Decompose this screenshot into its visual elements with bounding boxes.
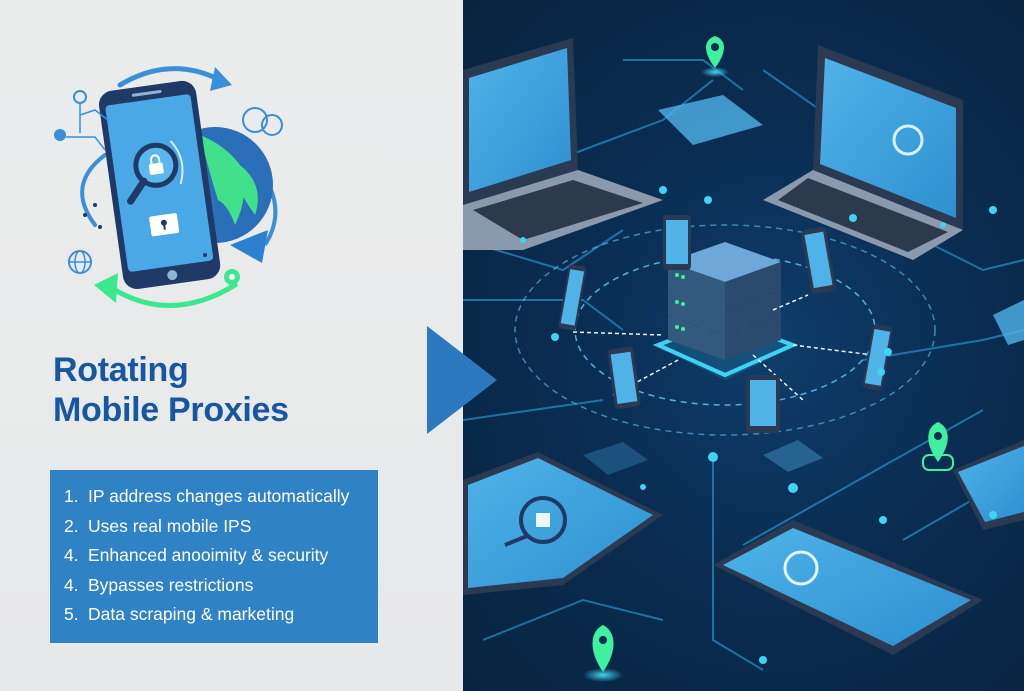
tablet-icon [713, 520, 983, 655]
user-node-icon [224, 269, 240, 285]
feature-text: Uses real mobile IPS [88, 515, 252, 536]
location-pin-icon [583, 625, 623, 682]
rotation-arrow-top-icon [117, 66, 223, 88]
feature-item: 5. Data scraping & marketing [64, 600, 378, 630]
page-title: Rotating Mobile Proxies [53, 350, 289, 430]
title-line-2: Mobile Proxies [53, 391, 289, 429]
network-globe-icon [68, 250, 92, 274]
connection-lines [572, 294, 874, 401]
chip-icon [763, 440, 823, 472]
smartphone-icon [746, 375, 780, 433]
play-arrow-icon [427, 326, 497, 434]
feature-text: Bypasses restrictions [88, 574, 254, 595]
smartphone-icon [607, 346, 641, 409]
glow-nodes [520, 186, 997, 664]
feature-text: Enhanced anooimity & security [88, 545, 329, 565]
padlock-card-icon [149, 213, 180, 237]
laptop-icon [463, 38, 663, 250]
smartphone-icon [558, 264, 587, 331]
location-pin-icon [922, 422, 954, 471]
magnifier-lock-icon [127, 142, 179, 205]
smartphone-icon [801, 226, 836, 294]
feature-text: IP address changes automatically [88, 486, 350, 506]
feature-item: 2. Uses real mobile IPS [64, 512, 378, 542]
title-line-1: Rotating [53, 351, 189, 389]
feature-number: 5. [64, 604, 79, 624]
smartphone-icon [98, 80, 221, 289]
feature-item: 1. IP address changes automatically [64, 482, 378, 512]
smartphone-icon [862, 324, 893, 391]
feature-item: 4. Bypasses restrictions [64, 571, 378, 601]
cloud-chip-icon [583, 442, 648, 475]
smartphone-icon [663, 215, 691, 270]
features-list: 1. IP address changes automatically 2. U… [50, 470, 378, 643]
rotation-arrow-bottom-icon [107, 282, 238, 308]
laptop-icon [763, 45, 963, 260]
tablet-icon [993, 300, 1024, 345]
network-illustration [463, 0, 1024, 691]
rotating-phone-illustration [50, 55, 300, 325]
cloud-icon [242, 107, 283, 136]
rotation-arrow-right-icon [230, 230, 268, 263]
feature-number: 1. [64, 486, 79, 506]
tablet-icon [658, 95, 763, 145]
feature-text: Data scraping & marketing [88, 604, 295, 624]
location-pin-icon [701, 36, 729, 77]
feature-number: 4. [64, 574, 79, 595]
server-stack-icon [668, 242, 781, 360]
feature-number: 4. [64, 545, 79, 565]
left-panel: Rotating Mobile Proxies 1. IP address ch… [0, 0, 463, 691]
feature-number: 2. [64, 515, 79, 536]
network-nodes-icon [54, 90, 109, 151]
tablet-icon [463, 452, 663, 595]
tablet-icon [953, 440, 1024, 530]
orbit-ring [514, 224, 936, 436]
feature-item: 4. Enhanced anooimity & security [64, 541, 378, 571]
